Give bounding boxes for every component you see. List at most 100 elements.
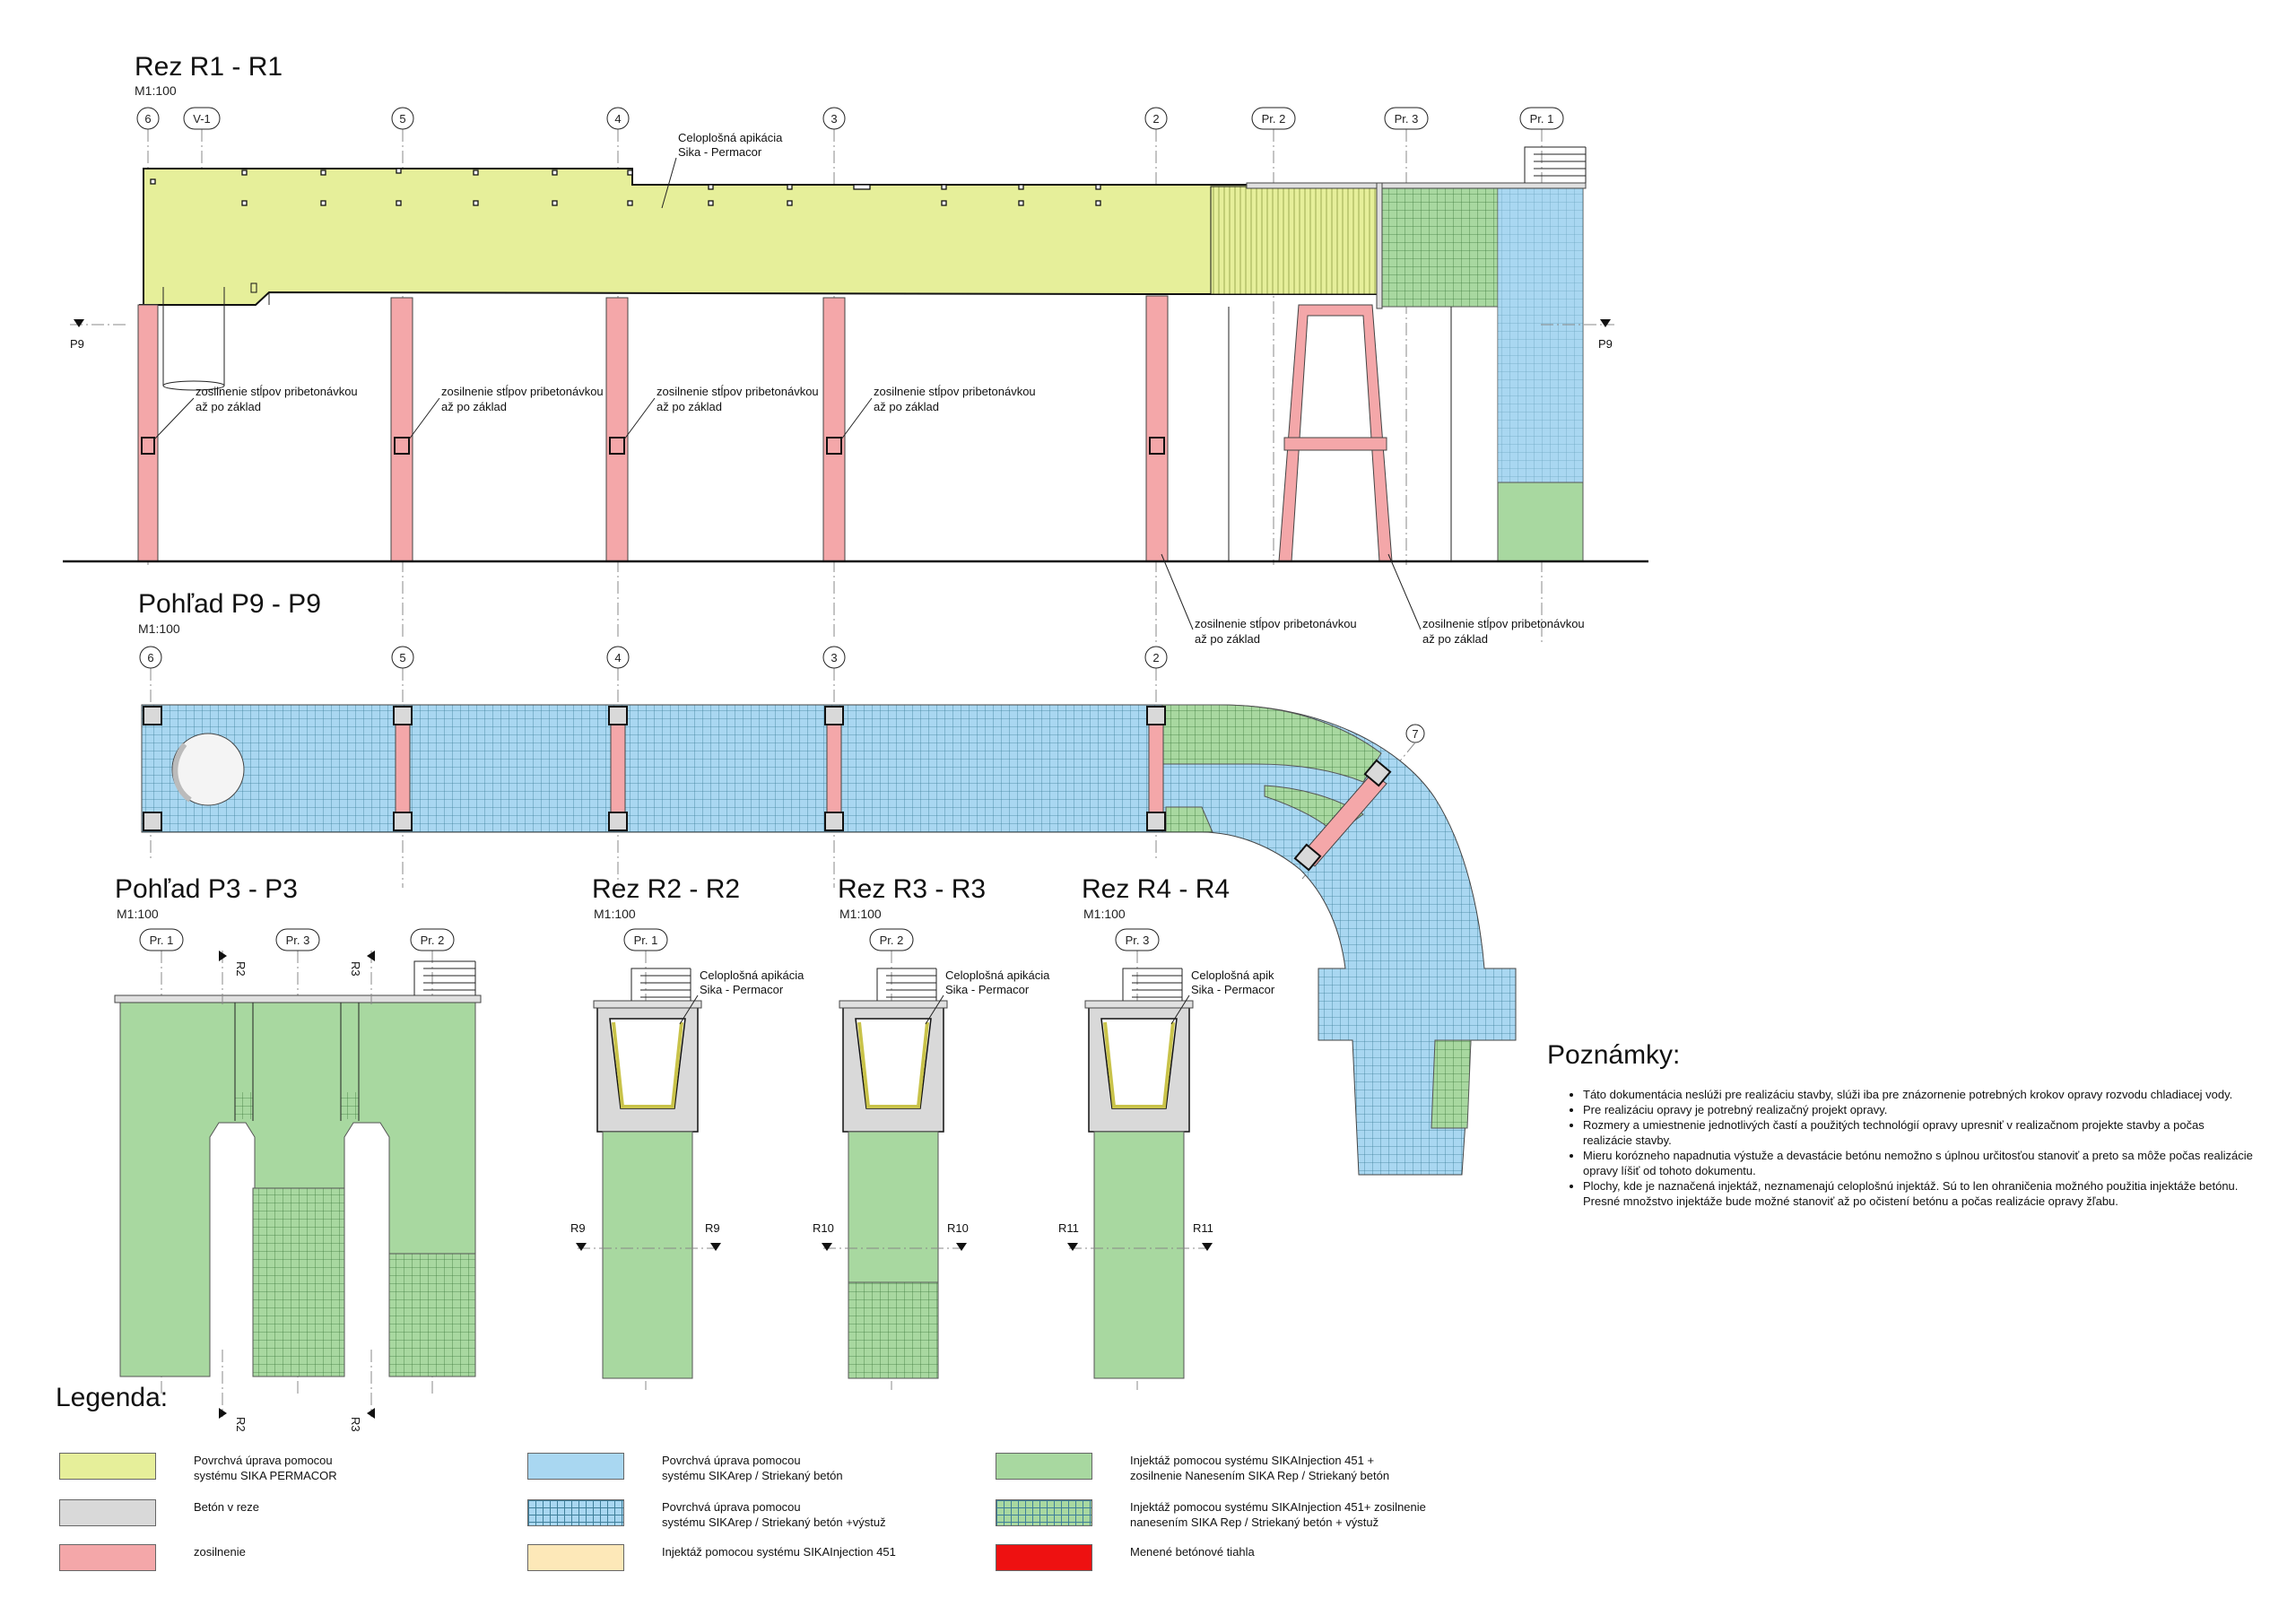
end-wall-injection (1497, 482, 1584, 562)
legend-label: Povrchvá úprava pomocou systému SIKArep … (662, 1454, 843, 1482)
plan-curve-grid (1161, 704, 1517, 1176)
legend-item: Injektáž pomocou systému SIKAInjection 4… (996, 1499, 1507, 1530)
column-note-1: zosilnenie stĺpov pribetonávkou až po zá… (153, 385, 358, 440)
section-r4: Rez R4 - R4 M1:100 Pr. 3 Celoplošná apik… (1058, 874, 1275, 1390)
note-item: Plochy, kde je naznačená injektáž, nezna… (1583, 1178, 2256, 1209)
note-item: Rozmery a umiestnenie jednotlivých častí… (1583, 1117, 2256, 1148)
top-plate (1246, 182, 1587, 189)
legend-item: Injektáž pomocou systému SIKAInjection 4… (527, 1544, 1039, 1571)
legend-swatch (527, 1544, 624, 1571)
svg-text:Rez R3 - R3: Rez R3 - R3 (838, 874, 986, 904)
svg-text:Pr. 1: Pr. 1 (1530, 112, 1554, 126)
svg-text:zosilnenie stĺpov pribetonávko: zosilnenie stĺpov pribetonávkou (874, 385, 1036, 398)
svg-text:až po základ: až po základ (1195, 632, 1260, 646)
legend-swatch (996, 1544, 1092, 1571)
plan-trough-grid (141, 704, 1163, 833)
column-note-2: zosilnenie stĺpov pribetonávkou až po zá… (1161, 553, 1357, 646)
plan-pipe-opening (171, 733, 245, 806)
svg-text:až po základ: až po základ (196, 400, 261, 413)
svg-text:6: 6 (147, 651, 153, 664)
legend-item: Povrchvá úprava pomocou systému SIKArep … (527, 1499, 1039, 1530)
axis-bubble (136, 107, 160, 130)
axis-bubble (183, 107, 221, 130)
svg-text:7: 7 (1412, 727, 1418, 741)
svg-text:3: 3 (831, 651, 837, 664)
svg-text:Pr. 3: Pr. 3 (286, 934, 310, 947)
columns (137, 287, 1452, 562)
svg-text:P9: P9 (70, 337, 84, 351)
legend-swatch (59, 1453, 156, 1480)
svg-text:Rez R4 - R4: Rez R4 - R4 (1082, 874, 1230, 904)
trough-permacor (143, 168, 1378, 306)
axis-bubble (391, 107, 414, 130)
svg-text:3: 3 (831, 112, 837, 126)
svg-text:R3: R3 (349, 961, 362, 977)
notes-list: Táto dokumentácia neslúži pre realizáciu… (1547, 1087, 2256, 1209)
section-r1: Rez R1 - R1 M1:100 6 V-1 5 4 3 2 (63, 52, 1648, 646)
svg-text:R10: R10 (947, 1221, 969, 1235)
svg-text:Pr. 2: Pr. 2 (880, 934, 904, 947)
legend-swatch (59, 1499, 156, 1526)
legend-swatch (996, 1499, 1092, 1526)
section-r3: Rez R3 - R3 M1:100 Pr. 2 Celoplošná apik… (813, 874, 1050, 1390)
svg-text:2: 2 (1152, 112, 1159, 126)
axis-bubble (1384, 107, 1429, 130)
plan-column (395, 716, 411, 817)
note-item: Mieru korózneho napadnutia výstuže a dev… (1583, 1148, 2256, 1178)
column-note-3: zosilnenie stĺpov pribetonávkou až po zá… (840, 385, 1036, 440)
svg-text:R2: R2 (234, 961, 248, 977)
axis-bubble (1144, 107, 1168, 130)
section-r1-scale: M1:100 (135, 83, 177, 98)
coating-note: Celoplošná apikácia Sika - Permacor (661, 131, 783, 209)
legend-label: zosilnenie (194, 1545, 246, 1559)
svg-text:6: 6 (144, 112, 151, 126)
svg-text:až po základ: až po základ (441, 400, 507, 413)
view-p3-scale: M1:100 (117, 907, 159, 921)
legend-swatch (996, 1453, 1092, 1480)
svg-text:4: 4 (614, 651, 621, 664)
view-p9-scale: M1:100 (138, 621, 180, 636)
view-p3: Pohľad P3 - P3 M1:100 Pr. 1 Pr. 3 Pr. 2 … (114, 874, 482, 1432)
svg-text:zosilnenie stĺpov pribetonávko: zosilnenie stĺpov pribetonávkou (657, 385, 819, 398)
railing (1524, 146, 1587, 183)
legend-label: Injektáž pomocou systému SIKAInjection 4… (662, 1545, 896, 1559)
legend-label: Injektáž pomocou systému SIKAInjection 4… (1130, 1500, 1426, 1529)
view-p3-title: Pohľad P3 - P3 (115, 874, 298, 904)
note-item: Táto dokumentácia neslúži pre realizáciu… (1583, 1087, 2256, 1102)
svg-text:zosilnenie stĺpov pribetonávko: zosilnenie stĺpov pribetonávkou (1422, 617, 1585, 630)
legend-label: Betón v reze (194, 1500, 259, 1514)
svg-text:Rez R2 - R2: Rez R2 - R2 (592, 874, 740, 904)
svg-text:až po základ: až po základ (657, 400, 722, 413)
legend-swatch (59, 1544, 156, 1571)
svg-text:Pr. 3: Pr. 3 (1395, 112, 1419, 126)
note-item: Pre realizáciu opravy je potrebný realiz… (1583, 1102, 2256, 1117)
legend-item: Menené betónové tiahla (996, 1544, 1507, 1571)
svg-text:Sika - Permacor: Sika - Permacor (1191, 983, 1275, 996)
svg-text:M1:100: M1:100 (1083, 907, 1126, 921)
legend-item: Povrchvá úprava pomocou systému SIKA PER… (59, 1453, 570, 1483)
anchor-holes (150, 168, 1101, 206)
cut-marker-p9-right: P9 (1541, 319, 1614, 351)
svg-text:až po základ: až po základ (874, 400, 939, 413)
svg-text:Celoplošná apik: Celoplošná apik (1191, 968, 1274, 982)
axis-bubble (1519, 107, 1564, 130)
svg-text:Celoplošná apikácia: Celoplošná apikácia (678, 131, 783, 144)
svg-text:Pr. 1: Pr. 1 (150, 934, 174, 947)
svg-text:R10: R10 (813, 1221, 834, 1235)
svg-text:R2: R2 (234, 1417, 248, 1432)
legend-item: zosilnenie (59, 1544, 570, 1571)
plan-column-caps (143, 706, 1392, 872)
svg-text:R9: R9 (570, 1221, 586, 1235)
legend-title: Legenda: (56, 1383, 169, 1412)
svg-text:Pr. 1: Pr. 1 (634, 934, 658, 947)
view-p9-title: Pohľad P9 - P9 (138, 589, 321, 619)
axis-bubble (1251, 107, 1296, 130)
view-p9: Pohľad P9 - P9 M1:100 6 5 4 3 2 7 (138, 589, 1517, 1176)
svg-text:5: 5 (399, 112, 405, 126)
svg-text:Celoplošná apikácia: Celoplošná apikácia (700, 968, 804, 982)
section-r1-title: Rez R1 - R1 (135, 52, 283, 82)
svg-text:zosilnenie stĺpov pribetonávko: zosilnenie stĺpov pribetonávkou (1195, 617, 1357, 630)
legend-item: Injektáž pomocou systému SIKAInjection 4… (996, 1453, 1507, 1483)
svg-text:až po základ: až po základ (1422, 632, 1488, 646)
